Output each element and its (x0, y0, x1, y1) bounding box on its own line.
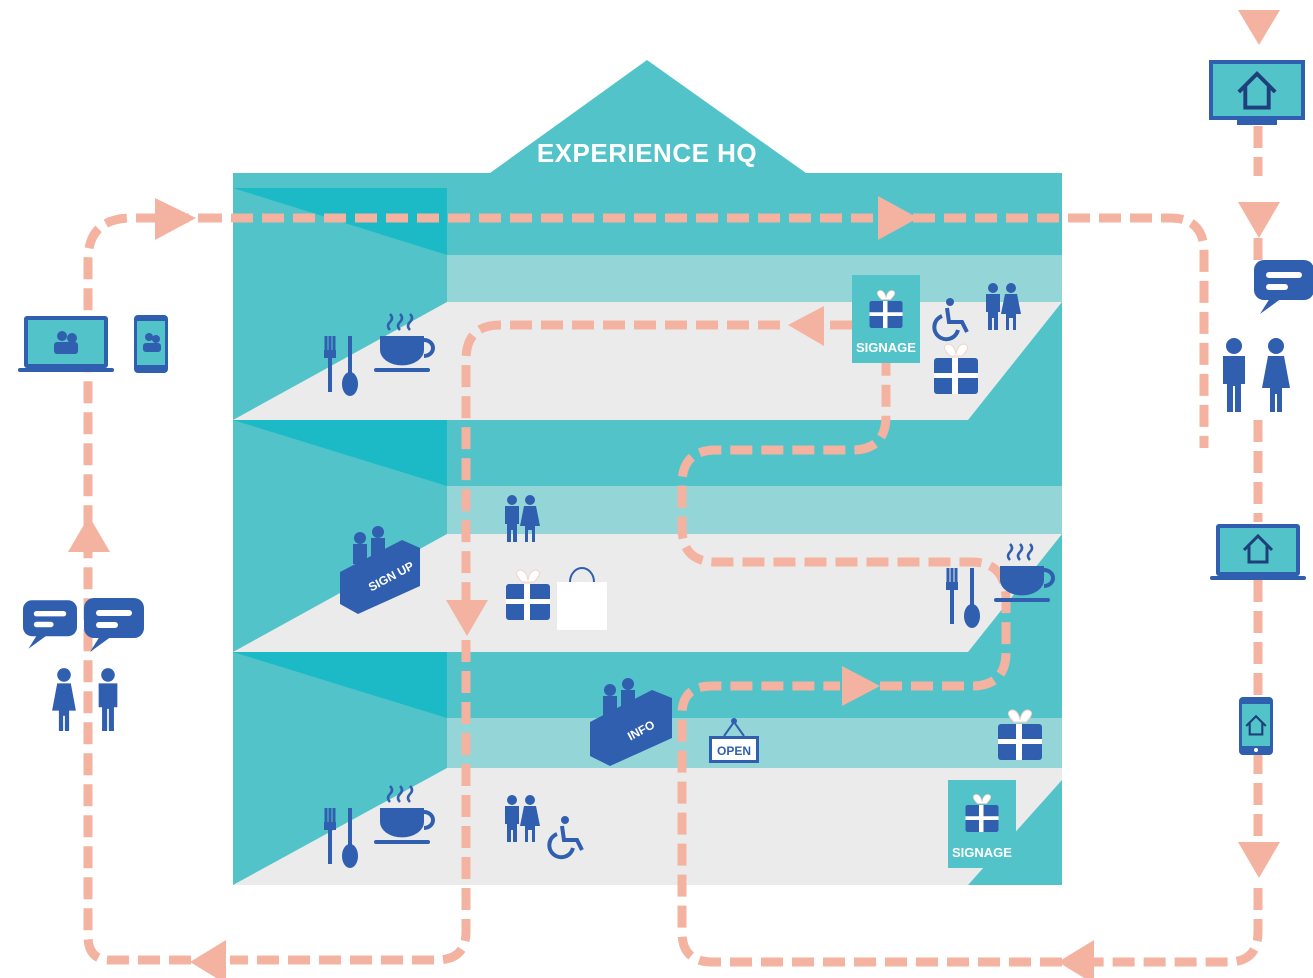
route-paths (83, 126, 1263, 967)
arrow-up-icon (68, 516, 110, 552)
arrow-right-icon (842, 666, 880, 706)
signup-desk: SIGN UP (340, 526, 420, 614)
arrow-left-icon (190, 940, 226, 978)
signage-bottom-label: SIGNAGE (952, 845, 1012, 860)
building-roof (490, 60, 806, 173)
arrow-down-icon (446, 600, 488, 636)
open-sign: OPEN (709, 718, 759, 763)
signage-top-label: SIGNAGE (856, 340, 916, 355)
signage-bottom: SIGNAGE (948, 780, 1016, 868)
arrow-down-icon (1238, 10, 1280, 45)
open-sign-label: OPEN (717, 744, 751, 758)
speech-bubble-icon (1254, 260, 1313, 314)
laptop-home-icon (1210, 524, 1306, 580)
shopping-bag-icon (557, 567, 607, 630)
arrow-right-icon (155, 198, 196, 240)
floor-bottom (233, 768, 1062, 885)
building: EXPERIENCE HQ (233, 60, 1062, 885)
arrow-down-icon (1238, 842, 1280, 878)
signage-top: SIGNAGE (852, 275, 920, 363)
tv-home-icon (1209, 60, 1305, 125)
arrow-right-icon (878, 196, 918, 240)
building-title: EXPERIENCE HQ (537, 138, 757, 168)
phone-icon (1239, 697, 1273, 755)
tablet-icon (134, 315, 168, 373)
route-arrows (68, 10, 1280, 978)
laptop-icon (18, 316, 114, 372)
arrow-left-icon (788, 306, 824, 346)
arrow-down-icon (1238, 202, 1280, 238)
info-desk: INFO (590, 678, 672, 766)
people-icon (1223, 338, 1290, 412)
arrow-left-icon (1058, 940, 1094, 978)
